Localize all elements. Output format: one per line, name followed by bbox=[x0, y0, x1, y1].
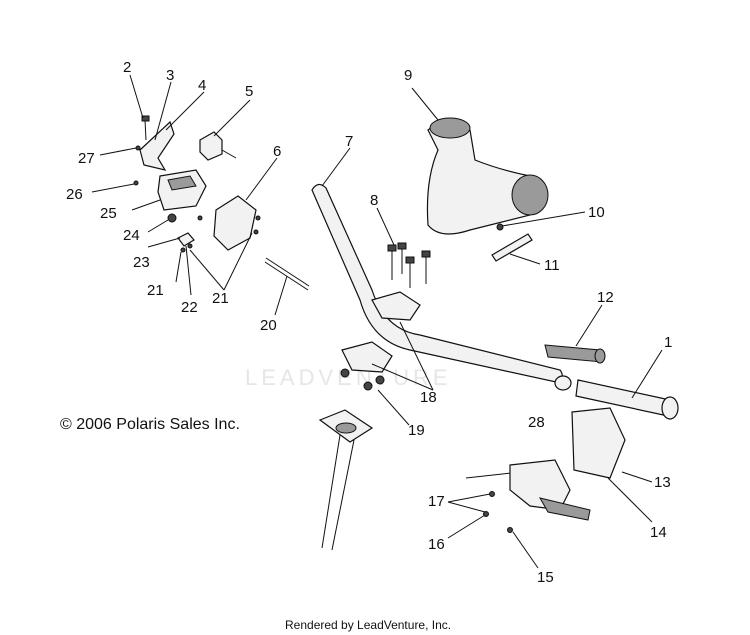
callout-21-left: 21 bbox=[147, 282, 164, 299]
cable-part-20 bbox=[264, 257, 310, 291]
callout-7: 7 bbox=[345, 133, 353, 150]
callout-11: 11 bbox=[544, 257, 560, 274]
callout-9: 9 bbox=[404, 67, 412, 84]
callout-21-right: 21 bbox=[212, 290, 229, 307]
bolt-part-2 bbox=[141, 115, 150, 141]
callout-24: 24 bbox=[123, 227, 140, 244]
callout-1: 1 bbox=[664, 334, 672, 351]
bolts-part-8 bbox=[387, 242, 431, 288]
callout-26: 26 bbox=[66, 186, 83, 203]
callout-19: 19 bbox=[408, 422, 425, 439]
switch-housing-part-6 bbox=[213, 195, 257, 251]
callout-labels: 1 2 3 4 5 6 7 8 9 10 11 12 13 14 15 16 1… bbox=[66, 59, 672, 586]
bracket-part-4 bbox=[139, 120, 175, 171]
switch-part-5 bbox=[199, 131, 237, 161]
grip-part-1 bbox=[575, 379, 679, 420]
brake-lever-part bbox=[465, 459, 591, 533]
callout-8: 8 bbox=[370, 192, 378, 209]
render-credit: Rendered by LeadVenture, Inc. bbox=[285, 618, 451, 632]
callout-28: 28 bbox=[528, 414, 545, 431]
callout-6: 6 bbox=[273, 143, 281, 160]
callout-22: 22 bbox=[181, 299, 198, 316]
callout-10: 10 bbox=[588, 204, 605, 221]
callout-20: 20 bbox=[260, 317, 277, 334]
small-hardware-parts bbox=[133, 145, 261, 253]
handlebar-part bbox=[311, 183, 563, 383]
watermark: LEADVENTURE bbox=[245, 365, 452, 390]
copyright-notice: © 2006 Polaris Sales Inc. bbox=[60, 416, 240, 433]
throttle-housing-part bbox=[571, 407, 626, 479]
steering-post-part bbox=[318, 409, 374, 551]
screw-part-10 bbox=[496, 223, 504, 231]
callout-13: 13 bbox=[654, 474, 671, 491]
callout-15: 15 bbox=[537, 569, 554, 586]
callout-25: 25 bbox=[100, 205, 117, 222]
callout-18: 18 bbox=[420, 389, 437, 406]
callout-14: 14 bbox=[650, 524, 667, 541]
callout-16: 16 bbox=[428, 536, 445, 553]
leader-lines bbox=[91, 74, 663, 569]
pod-cover-part bbox=[426, 117, 549, 235]
housing-part-25 bbox=[157, 169, 207, 211]
callout-23: 23 bbox=[133, 254, 150, 271]
callout-12: 12 bbox=[597, 289, 614, 306]
callout-5: 5 bbox=[245, 83, 253, 100]
clamps-part-18 bbox=[341, 291, 421, 373]
callout-3: 3 bbox=[166, 67, 174, 84]
callout-27: 27 bbox=[78, 150, 95, 167]
nuts-part-19 bbox=[340, 368, 385, 391]
callout-4: 4 bbox=[198, 77, 206, 94]
grip-part-12 bbox=[544, 344, 606, 364]
callout-2: 2 bbox=[123, 59, 131, 76]
callout-17: 17 bbox=[428, 493, 445, 510]
bracket-part-11 bbox=[491, 233, 533, 262]
plug-part-28 bbox=[554, 375, 572, 391]
